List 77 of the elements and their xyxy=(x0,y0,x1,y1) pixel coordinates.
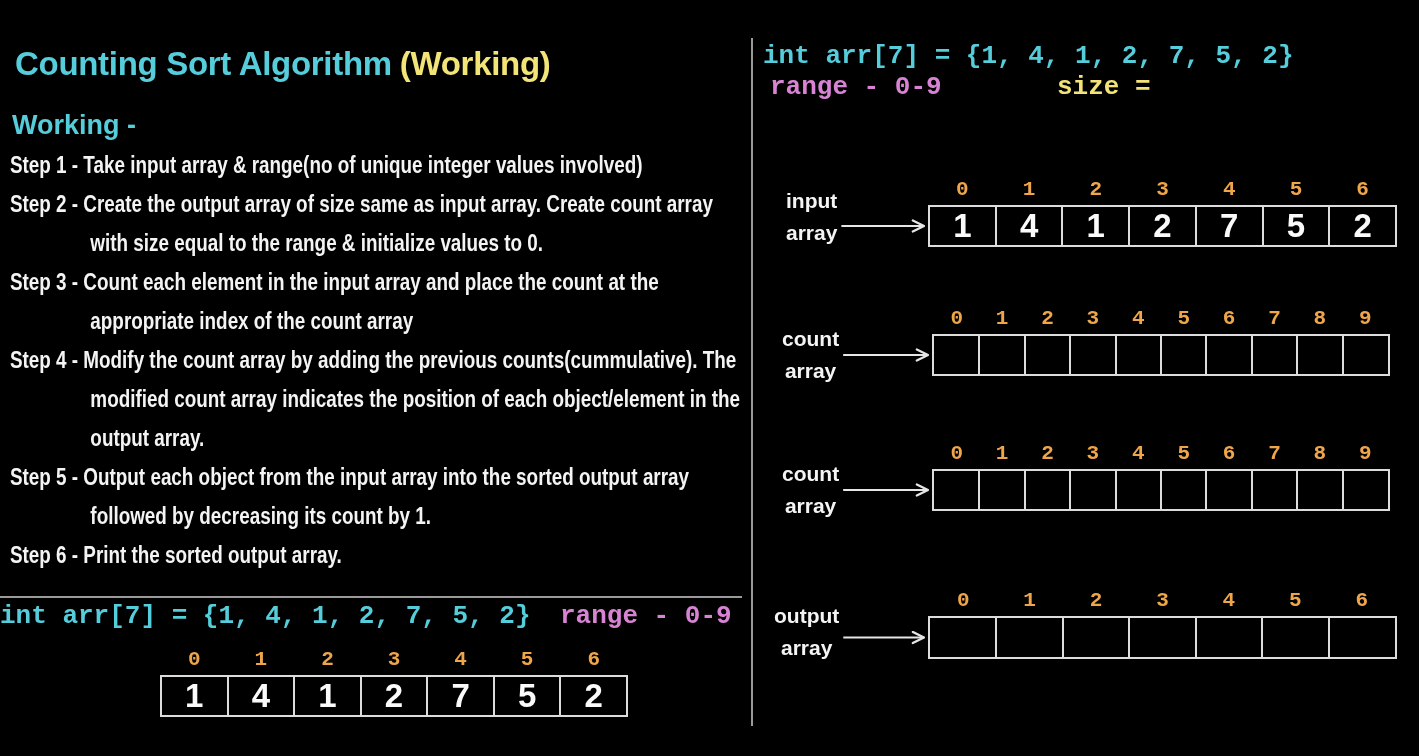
step-text: Step 2 - Create the output array of size same as input array. Create count array with size equal to the range & initialize values to 0. xyxy=(10,190,714,258)
index-label: 6 xyxy=(1355,589,1369,613)
cell-value: 4 xyxy=(251,679,271,713)
index-label: 4 xyxy=(1132,307,1145,331)
cell-value: 1 xyxy=(185,679,204,713)
index-label: 1 xyxy=(995,442,1009,466)
arrow xyxy=(840,219,926,233)
index-label: 9 xyxy=(1359,307,1372,331)
index-label: 9 xyxy=(1359,442,1372,466)
arrow xyxy=(842,348,930,362)
code-line: int arr[7] = {1, 4, 1, 2, 7, 5, 2} xyxy=(763,41,1294,71)
index-label: 0 xyxy=(950,307,963,331)
index-label: 4 xyxy=(1222,589,1236,613)
index-label: 2 xyxy=(1089,178,1103,202)
index-label: 5 xyxy=(520,648,534,672)
index-label: 2 xyxy=(321,648,334,672)
index-label: 0 xyxy=(956,178,969,202)
index-label: 6 xyxy=(1356,178,1369,202)
index-label: 6 xyxy=(587,648,601,672)
index-label: 1 xyxy=(995,307,1009,331)
arrow xyxy=(842,630,926,645)
index-label: 4 xyxy=(454,648,467,672)
index-label: 0 xyxy=(950,442,963,466)
index-label: 3 xyxy=(1156,589,1169,613)
cell-value: 2 xyxy=(1153,209,1172,243)
index-label: 3 xyxy=(1156,178,1169,202)
array-label: output array xyxy=(774,600,840,664)
step-text: Step 6 - Print the sorted output array. xyxy=(10,541,342,570)
index-label: 0 xyxy=(956,589,970,613)
index-label: 6 xyxy=(1222,442,1236,466)
index-label: 3 xyxy=(1086,442,1100,466)
index-label: 1 xyxy=(1023,589,1036,613)
index-label: 1 xyxy=(254,648,268,672)
index-label: 4 xyxy=(1132,442,1145,466)
cell-value: 2 xyxy=(384,679,404,713)
index-label: 2 xyxy=(1041,442,1054,466)
range-note: range - 0-9 xyxy=(770,72,942,102)
index-label: 7 xyxy=(1268,442,1281,466)
step-text: Step 5 - Output each object from the input array into the sorted output array followed by decreasing its count by 1. xyxy=(10,463,691,531)
index-label: 2 xyxy=(1041,307,1054,331)
cell-value: 1 xyxy=(1086,209,1105,243)
index-label: 3 xyxy=(387,648,401,672)
index-label: 5 xyxy=(1289,589,1302,613)
cell-value: 4 xyxy=(1019,209,1039,243)
index-label: 8 xyxy=(1313,307,1327,331)
index-label: 2 xyxy=(1089,589,1103,613)
cell-value: 5 xyxy=(1286,209,1306,243)
index-label: 5 xyxy=(1289,178,1303,202)
step-text: Step 3 - Count each element in the input array and place the count at the appropriate index of the count array xyxy=(10,268,660,336)
cell-value: 1 xyxy=(318,679,337,713)
cell-value: 7 xyxy=(1220,209,1239,243)
index-label: 4 xyxy=(1222,178,1236,202)
index-label: 0 xyxy=(188,648,201,672)
array-label: input array xyxy=(786,185,838,249)
title-suffix: (Working) xyxy=(399,44,551,84)
index-label: 7 xyxy=(1268,307,1281,331)
cell-value: 2 xyxy=(584,679,603,713)
arrow xyxy=(842,483,930,497)
range-note: range - 0-9 xyxy=(560,601,732,631)
array-label: count array xyxy=(782,323,840,387)
size-label: size = xyxy=(1057,72,1151,102)
index-label: 8 xyxy=(1313,442,1327,466)
step-text: Step 4 - Modify the count array by adding the previous counts(cummulative). The modified count array indicates the position of each object/element in the output array. xyxy=(10,346,742,453)
index-label: 5 xyxy=(1177,442,1190,466)
index-label: 1 xyxy=(1022,178,1036,202)
cell-value: 2 xyxy=(1353,209,1372,243)
section-heading: Working - xyxy=(12,109,136,142)
step-text: Step 1 - Take input array & range(no of unique integer values involved) xyxy=(10,151,643,180)
cell-value: 5 xyxy=(518,679,537,713)
array-label: count array xyxy=(782,458,840,522)
cell-value: 7 xyxy=(451,679,470,713)
code-line: int arr[7] = {1, 4, 1, 2, 7, 5, 2} xyxy=(0,601,531,631)
cell-value: 1 xyxy=(953,209,972,243)
index-label: 6 xyxy=(1222,307,1236,331)
title: Counting Sort Algorithm xyxy=(15,44,392,84)
index-label: 3 xyxy=(1086,307,1100,331)
index-label: 5 xyxy=(1177,307,1190,331)
